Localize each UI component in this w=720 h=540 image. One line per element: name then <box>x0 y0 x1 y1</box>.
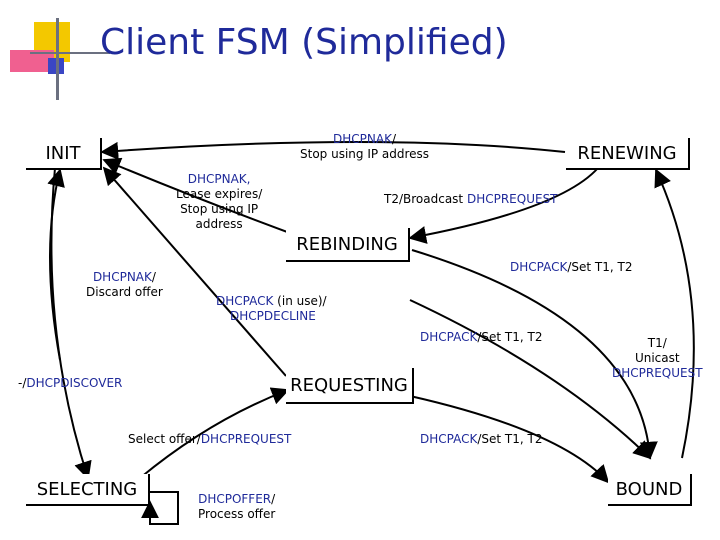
msg-dhcprequest: DHCPREQUEST <box>200 432 292 446</box>
label-requesting-to-bound: DHCPACK/Set T1, T2 <box>420 432 542 447</box>
arrow-selecting-to-requesting <box>139 387 290 479</box>
msg-dhcpack: DHCPACK <box>510 260 568 274</box>
label-requesting-to-init-ack: DHCPACK (in use)/ DHCPDECLINE <box>216 294 327 324</box>
arrow-requesting-to-init-ack <box>102 166 287 377</box>
label-rebinding-to-init: DHCPNAK, Lease expires/ Stop using IP ad… <box>176 172 262 232</box>
action-line: Lease expires/ <box>176 187 263 201</box>
state-selecting: SELECTING <box>26 474 150 506</box>
label-renewing-to-bound: DHCPACK/Set T1, T2 <box>420 330 542 345</box>
msg-dhcpdiscover: DHCPDISCOVER <box>26 376 123 390</box>
label-prefix: Select offer/ <box>128 432 201 446</box>
slide-title: Client FSM (Simplified) <box>100 22 508 63</box>
label-prefix: -/ <box>18 376 27 390</box>
msg-dhcpoffer: DHCPOFFER <box>198 492 272 506</box>
arrow-selecting-self-loop <box>141 491 179 525</box>
label-renewing-to-rebinding: T2/Broadcast DHCPREQUEST <box>384 192 558 207</box>
action-line: address <box>195 217 243 231</box>
label-prefix: T2/Broadcast <box>384 192 467 206</box>
arrow-rebinding-to-bound <box>411 249 658 460</box>
arrow-renewing-to-init <box>100 141 566 160</box>
label-mid: (in use)/ <box>273 294 327 308</box>
action-text: Stop using IP address <box>300 147 430 161</box>
trigger-text: T1/ <box>647 336 667 350</box>
logo-vertical-line <box>56 18 59 100</box>
action-text: Process offer <box>198 507 276 521</box>
state-bound: BOUND <box>608 474 692 506</box>
msg-dhcprequest: DHCPREQUEST <box>612 366 703 380</box>
label-suffix: /Set T1, T2 <box>477 330 543 344</box>
msg-dhcpnak: DHCPNAK <box>92 270 152 284</box>
label-init-to-selecting: -/DHCPDISCOVER <box>18 376 122 391</box>
arrow-renewing-to-rebinding <box>408 167 599 244</box>
label-separator: / <box>271 492 276 506</box>
logo-horizontal-line <box>30 52 110 54</box>
label-requesting-to-init-nak: DHCPNAK/ Discard offer <box>86 270 163 300</box>
state-renewing: RENEWING <box>566 138 690 170</box>
msg-dhcpnak: DHCPNAK, <box>187 172 251 186</box>
logo-pink-square <box>10 50 54 72</box>
trigger-text: Unicast <box>634 351 680 365</box>
label-renewing-to-init: DHCPNAK/ Stop using IP address <box>300 132 429 162</box>
label-separator: / <box>391 132 397 146</box>
label-selecting-self: DHCPOFFER/ Process offer <box>198 492 275 522</box>
state-requesting: REQUESTING <box>286 368 414 404</box>
arrow-requesting-to-bound <box>409 395 610 484</box>
action-line: Stop using IP <box>180 202 259 216</box>
msg-dhcpnak: DHCPNAK <box>333 132 392 146</box>
action-text: Discard offer <box>86 285 163 299</box>
msg-dhcprequest: DHCPREQUEST <box>466 192 558 206</box>
msg-dhcpack: DHCPACK <box>216 294 274 308</box>
arrow-init-to-selecting <box>50 167 92 480</box>
label-suffix: /Set T1, T2 <box>567 260 633 274</box>
label-bound-to-renewing: T1/ Unicast DHCPREQUEST <box>612 336 703 381</box>
msg-dhcpdecline: DHCPDECLINE <box>230 309 316 323</box>
label-suffix: /Set T1, T2 <box>477 432 543 446</box>
state-rebinding: REBINDING <box>286 228 410 262</box>
arrow-bound-to-renewing <box>654 168 695 459</box>
label-separator: / <box>151 270 156 284</box>
label-selecting-to-requesting: Select offer/DHCPREQUEST <box>128 432 291 447</box>
state-init: INIT <box>26 138 102 170</box>
msg-dhcpack: DHCPACK <box>420 330 478 344</box>
arrow-rebinding-to-init <box>102 157 299 237</box>
msg-dhcpack: DHCPACK <box>420 432 478 446</box>
arrow-renewing-to-bound <box>409 299 652 460</box>
label-rebinding-to-bound: DHCPACK/Set T1, T2 <box>510 260 632 275</box>
